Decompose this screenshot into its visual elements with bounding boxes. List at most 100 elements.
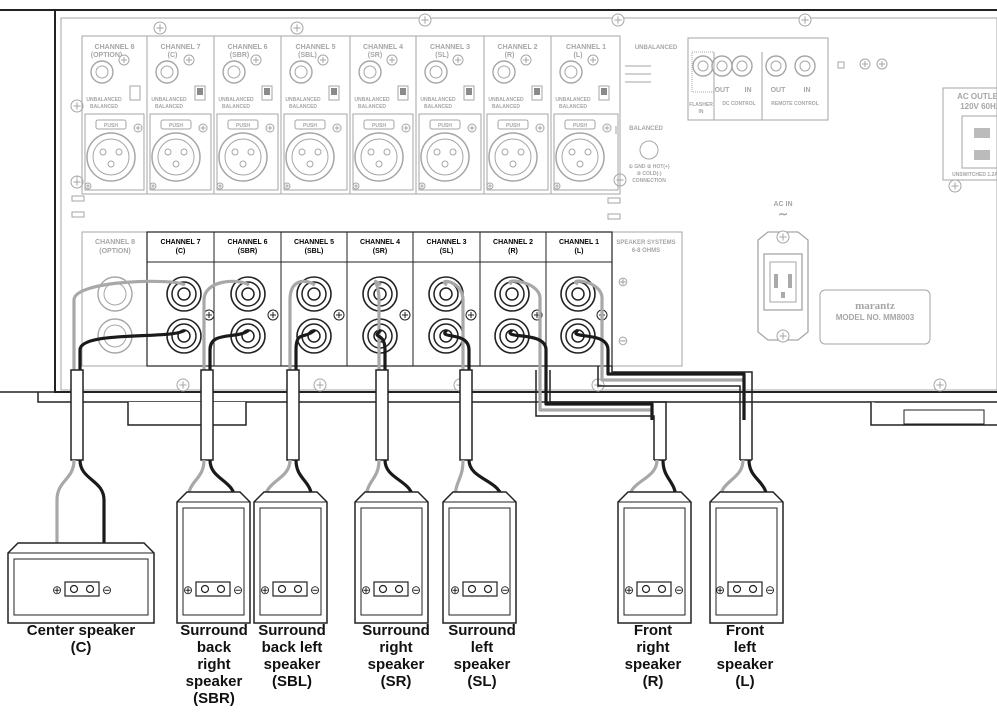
screw-cross-icon xyxy=(218,184,222,188)
channel-sub-label: (SR) xyxy=(368,52,382,59)
remote-control-label: REMOTE CONTROL xyxy=(771,101,819,107)
xlr-push-label: PUSH xyxy=(372,123,386,129)
xlr-pin xyxy=(449,148,457,156)
speaker-front-panel xyxy=(715,507,778,616)
speaker-cabinet xyxy=(709,491,784,624)
xlr-pin xyxy=(231,148,239,156)
screw-cross-icon xyxy=(253,57,259,63)
vent xyxy=(607,197,621,204)
foot-left xyxy=(127,402,247,426)
cable-sheath xyxy=(200,369,214,461)
switch-label-unbalanced: UNBALANCED xyxy=(151,97,187,103)
binding-post-center xyxy=(571,287,585,301)
xlr-connector-ring xyxy=(291,138,329,176)
rca-jack xyxy=(559,60,583,84)
negative-terminal-icon: ⊖ xyxy=(233,583,243,597)
negative-wire xyxy=(508,328,654,420)
channel-sub-label: (SBR) xyxy=(230,52,249,59)
speaker-cabinet xyxy=(176,491,251,624)
screw-cross-icon xyxy=(86,184,90,188)
screw-cross-icon xyxy=(316,381,324,389)
xlr-pinout-diagram xyxy=(639,140,659,160)
speaker-cabinet xyxy=(354,491,429,624)
xlr-pin xyxy=(247,148,255,156)
cable-sheath xyxy=(70,369,84,461)
unbalanced-arrows xyxy=(625,65,651,83)
speaker-terminal-screw xyxy=(732,584,742,594)
speaker-channel-sub: (SBR) xyxy=(238,248,257,255)
xlr-connector xyxy=(420,132,470,182)
dc-control-label: DC CONTROL xyxy=(722,101,755,107)
screw-cross-icon xyxy=(206,312,212,318)
channel-sub-label: (C) xyxy=(168,52,178,59)
negative-wire xyxy=(78,328,187,420)
negative-wire xyxy=(375,328,387,420)
balanced-label: BALANCED xyxy=(629,126,663,132)
xlr-push-tab xyxy=(160,119,192,130)
speaker-terminal-screw xyxy=(85,584,95,594)
xlr-pin-legend: CONNECTION xyxy=(632,178,666,184)
xlr-pin xyxy=(239,160,247,168)
mode-switch-lever xyxy=(601,88,607,95)
xlr-push-label: PUSH xyxy=(303,123,317,129)
negative-wire xyxy=(294,328,317,420)
foot-right-inner xyxy=(903,409,985,425)
speaker-channel-sub: (OPTION) xyxy=(99,248,131,255)
screw-cross-icon xyxy=(156,24,164,32)
negative-terminal-icon: ⊖ xyxy=(765,583,775,597)
speaker-terminal-screw xyxy=(293,584,303,594)
xlr-pin xyxy=(568,148,576,156)
positive-wire xyxy=(373,279,382,420)
ac-symbol: ∼ xyxy=(778,207,788,221)
positive-terminal-icon: ⊕ xyxy=(715,583,725,597)
amplifier-rear-panel xyxy=(0,9,997,426)
screw-cross-icon xyxy=(555,184,559,188)
positive-wire xyxy=(288,279,316,420)
positive-wire xyxy=(442,279,465,420)
speaker-terminal-screw xyxy=(483,584,493,594)
balanced-input-section: CHANNEL 8(OPTION)UNBALANCEDBALANCEDPUSHC… xyxy=(81,35,678,195)
switch-label-unbalanced: UNBALANCED xyxy=(555,97,591,103)
ac-outlet-panel xyxy=(942,87,997,181)
switch-label-unbalanced: UNBALANCED xyxy=(86,97,122,103)
dc-out-label: OUT xyxy=(715,87,731,94)
chassis-bottom-lip xyxy=(0,391,997,403)
control-jack-inner xyxy=(770,60,782,72)
xlr-plate xyxy=(553,113,619,191)
xlr-pin xyxy=(367,148,375,156)
rca-jack xyxy=(222,60,246,84)
rca-jack-ring xyxy=(564,65,578,79)
binding-post-center xyxy=(439,287,453,301)
xlr-connector-ring xyxy=(224,138,262,176)
mode-switch-lever xyxy=(264,88,270,95)
speaker-channel-label: CHANNEL 7 xyxy=(161,239,201,246)
xlr-connector-ring xyxy=(494,138,532,176)
channel-label: CHANNEL 6 xyxy=(228,44,268,51)
remote-in-label: IN xyxy=(804,87,811,94)
xlr-push-label: PUSH xyxy=(573,123,587,129)
screw-cross-icon xyxy=(135,125,141,131)
screw-cross-icon xyxy=(604,125,610,131)
speaker-sbr: ⊕⊖ xyxy=(176,491,251,624)
rca-jack-ring xyxy=(294,65,308,79)
speaker-sl: ⊕⊖ xyxy=(442,491,517,624)
mode-switch xyxy=(129,85,141,101)
cable-sheath xyxy=(535,370,667,460)
xlr-connector xyxy=(354,132,404,182)
xlr-plate xyxy=(352,113,414,191)
control-jack-inner xyxy=(697,60,709,72)
positive-terminal-icon: ⊕ xyxy=(260,583,270,597)
xlr-connector xyxy=(151,132,201,182)
ac-outlet-title: AC OUTLET xyxy=(957,92,997,101)
rca-jack-ring xyxy=(429,65,443,79)
screw-cross-icon xyxy=(73,102,81,110)
xlr-pin xyxy=(180,148,188,156)
binding-post-center xyxy=(505,287,519,301)
screw-cross-icon xyxy=(179,381,187,389)
binding-post-center xyxy=(177,287,191,301)
channel-label: CHANNEL 1 xyxy=(566,44,606,51)
speaker-front-panel xyxy=(182,507,245,616)
ac-outlet-socket xyxy=(961,115,997,169)
